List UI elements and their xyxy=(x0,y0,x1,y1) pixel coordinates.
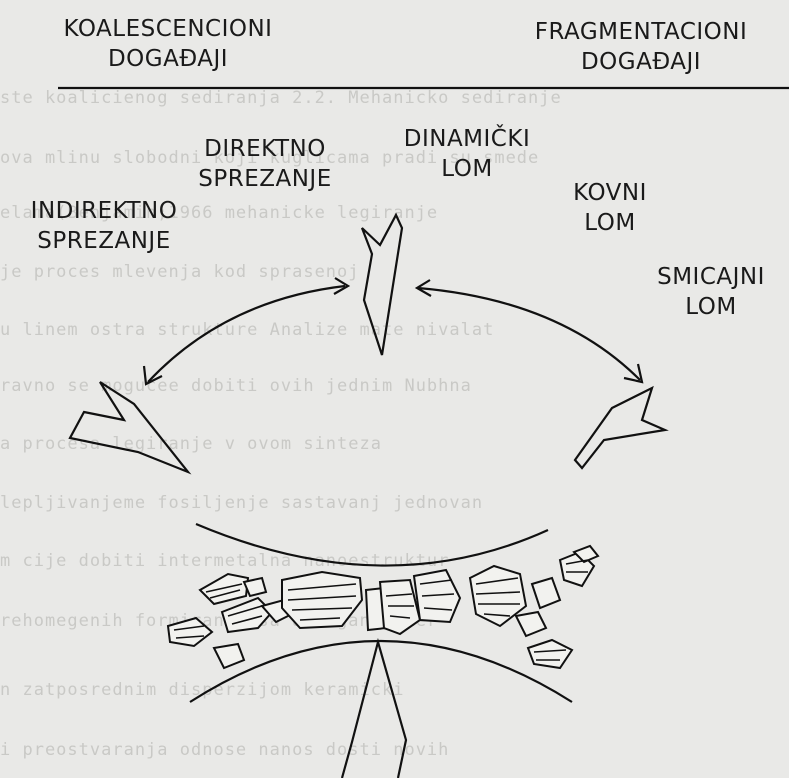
down-arrow-icon xyxy=(362,215,402,355)
particle-icon xyxy=(528,640,572,668)
left-double-arrow-head-left-icon xyxy=(144,366,162,384)
left-double-arrow-icon xyxy=(148,286,345,382)
powder-particles xyxy=(168,546,598,668)
left-converge-arrow-icon xyxy=(70,382,188,472)
upper-ball-surface xyxy=(196,524,548,566)
particle-icon xyxy=(516,612,546,636)
particle-icon xyxy=(532,578,560,608)
particle-icon xyxy=(380,580,420,634)
particle-icon xyxy=(214,644,244,668)
particle-icon xyxy=(414,570,460,622)
particle-icon xyxy=(168,618,212,646)
up-arrow-icon xyxy=(342,642,406,778)
right-diverge-arrow-icon xyxy=(575,388,665,468)
particle-icon xyxy=(200,574,248,604)
right-double-arrow-icon xyxy=(418,288,640,380)
